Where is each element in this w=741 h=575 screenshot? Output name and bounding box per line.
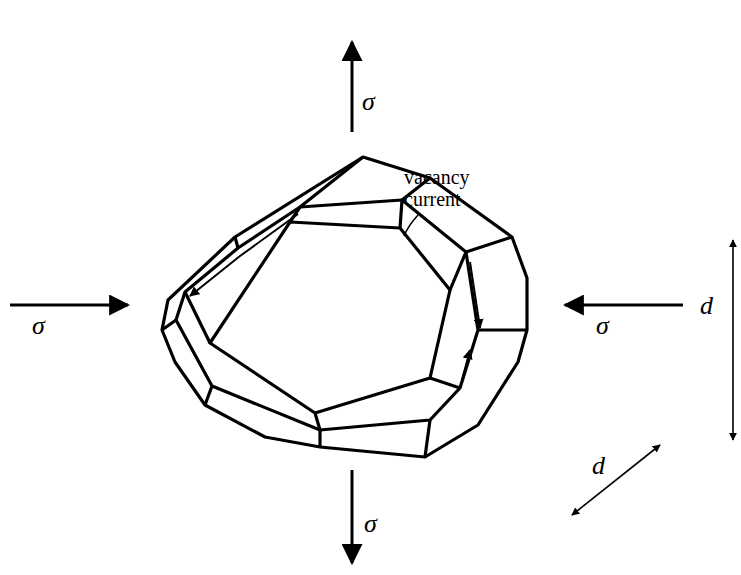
dimension-label: d (592, 452, 605, 481)
stress-symbol: σ (362, 88, 375, 117)
stress-symbol: σ (364, 510, 377, 539)
grain-outline (162, 157, 527, 457)
dimension-label: d (700, 292, 713, 321)
stress-symbol: σ (596, 312, 609, 341)
vacancy-label: vacancy current (404, 166, 482, 210)
stress-symbol: σ (32, 312, 45, 341)
stress-arrows (10, 42, 683, 563)
vacancy-current-arrows (190, 214, 480, 380)
dimension-arrows (572, 240, 733, 515)
